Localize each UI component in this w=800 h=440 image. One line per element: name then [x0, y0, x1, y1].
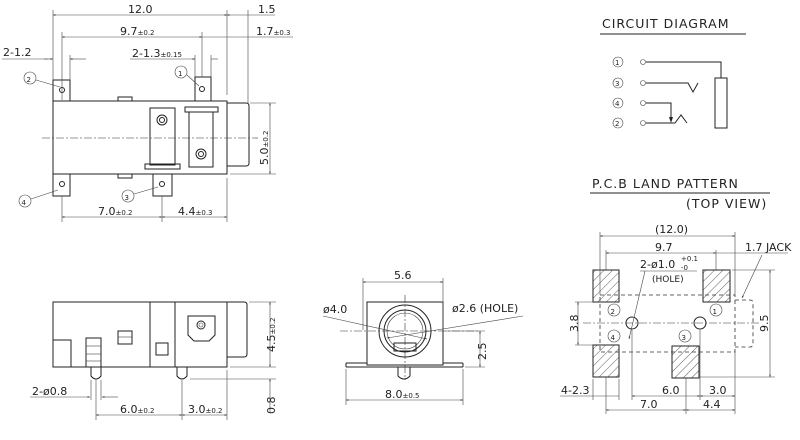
pin-3 [152, 173, 173, 197]
dim-pin-width-left: 2-1.2 [3, 46, 31, 59]
pcb-dim-right: 4.4 [703, 398, 721, 411]
circuit-pin-4: 4 [615, 100, 620, 108]
pcb-hole-label: 2-ø1.0 [640, 258, 675, 271]
circuit-pin-1: 1 [615, 59, 619, 67]
pcb-dim-hole-offset: 3.0 [709, 384, 727, 397]
pcb-pin-1: 1 [713, 308, 717, 316]
dim-base-width: 8.0±0.5 [385, 388, 420, 401]
dim-pin-diameter: 2-ø0.8 [32, 385, 67, 398]
circuit-pin-3: 3 [615, 80, 619, 88]
circuit-diagram: CIRCUIT DIAGRAM 1 3 4 2 [600, 16, 746, 129]
dim-height: 5.0±0.2 [258, 131, 271, 166]
pcb-dim-pad: 4-2.3 [561, 384, 589, 397]
dim-jack-length: 1.5 [258, 3, 276, 16]
pad-2 [592, 269, 620, 303]
callout-pin-4: 4 [22, 199, 27, 207]
pcb-title: P.C.B LAND PATTERN [592, 176, 739, 191]
pad-1 [702, 269, 731, 303]
pcb-hole-tol-minus: -0 [681, 264, 688, 272]
front-view: 5.6 ø4.0 ø2.6 (HOLE) 2.5 8.0±0.5 [322, 269, 524, 405]
dim-outer-diameter: ø4.0 [323, 303, 347, 316]
side-view: 4.5±0.2 0.8 2-ø0.8 6.0±0.2 3.0±0.2 [30, 301, 278, 420]
pcb-subtitle: (TOP VIEW) [686, 196, 767, 211]
pcb-dim-hole-pitch: 6.0 [662, 384, 680, 397]
pcb-hole-note: (HOLE) [652, 275, 684, 285]
dim-pin-span: 9.7±0.2 [120, 25, 155, 38]
pad-4 [592, 344, 620, 378]
pcb-dim-height: 9.5 [758, 315, 771, 333]
dim-offset: 1.7±0.3 [256, 25, 291, 38]
pad-3 [671, 345, 700, 379]
pin-4 [52, 173, 71, 197]
dim-overall-length: 12.0 [128, 3, 153, 16]
dim-right: 4.4±0.3 [178, 205, 213, 218]
pcb-dim-span: 9.7 [655, 241, 673, 254]
pcb-pin-4: 4 [611, 334, 616, 342]
pcb-dim-overall: (12.0) [655, 223, 688, 236]
pcb-hole-tol-plus: +0.1 [681, 255, 698, 263]
dim-pin-width-right: 2-1.3±0.15 [132, 47, 182, 60]
pcb-land-pattern: P.C.B LAND PATTERN (TOP VIEW) 2 1 4 3 (1… [560, 176, 792, 414]
circuit-pin-2: 2 [615, 120, 619, 128]
dim-hole-diameter: ø2.6 (HOLE) [452, 302, 518, 315]
callout-pin-1: 1 [178, 70, 182, 78]
dim-center-height: 2.5 [476, 343, 489, 361]
callout-pin-3: 3 [125, 194, 129, 202]
pin-2 [52, 79, 71, 102]
dim-left: 7.0±0.2 [98, 205, 133, 218]
circuit-title: CIRCUIT DIAGRAM [602, 16, 730, 31]
dim-front-width: 5.6 [394, 269, 412, 282]
pcb-pin-3: 3 [682, 334, 686, 342]
callout-pin-2: 2 [27, 76, 31, 84]
pcb-dim-pad-gap: 3.8 [568, 315, 581, 333]
top-view: 12.0 1.5 9.7±0.2 1.7±0.3 2-1.2 2-1.3±0.1… [2, 3, 293, 222]
pcb-dim-left: 7.0 [640, 398, 658, 411]
pin-1 [194, 76, 212, 102]
dim-pin-offset: 3.0±0.2 [188, 403, 223, 416]
dim-pin-length: 0.8 [265, 397, 278, 415]
pcb-dim-jack: 1.7 JACK [745, 241, 792, 254]
dim-side-height: 4.5±0.2 [265, 318, 278, 353]
pcb-pin-2: 2 [611, 308, 615, 316]
dim-pin-pitch: 6.0±0.2 [120, 403, 155, 416]
